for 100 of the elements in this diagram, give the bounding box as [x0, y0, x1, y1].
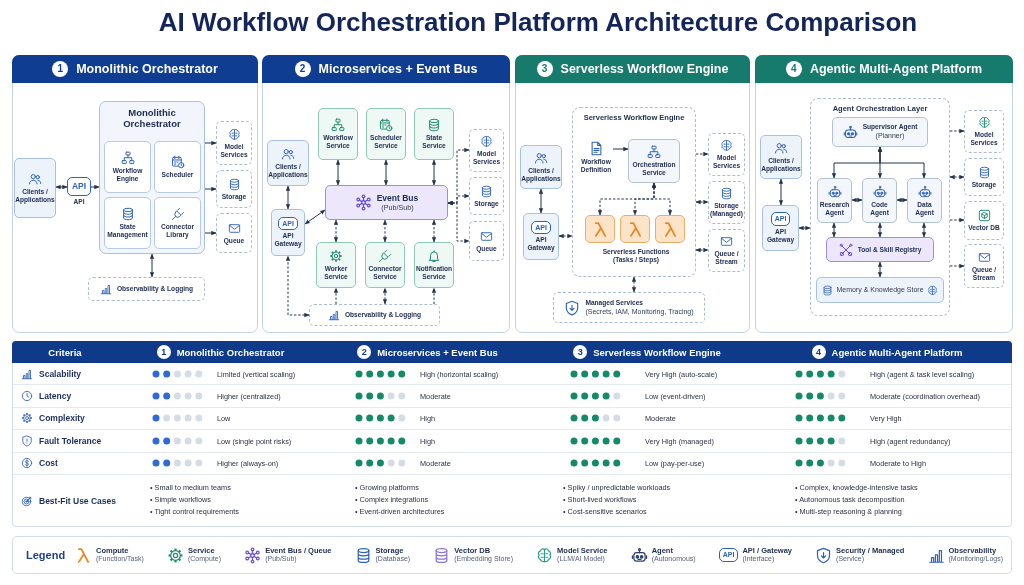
column-header: Serverless Workflow Engine [593, 346, 721, 358]
arrow [304, 209, 326, 225]
service-box [316, 242, 356, 288]
resource-box [964, 244, 1004, 288]
arrow [204, 186, 217, 192]
resource-box [964, 201, 1004, 240]
resource-box [469, 221, 504, 261]
arrow [431, 287, 437, 305]
arrow [55, 184, 68, 190]
column-header: Agentic Multi-Agent Platform [831, 346, 963, 358]
arrow [538, 188, 544, 214]
observability-bar [88, 277, 205, 301]
arrow [877, 261, 883, 278]
arrow [831, 222, 837, 238]
arrow [431, 159, 437, 186]
component-box [104, 141, 151, 193]
managed-services-box [553, 292, 705, 323]
function-box [655, 215, 685, 243]
resource-box [708, 181, 745, 224]
criteria-label: Fault Tolerance [39, 435, 102, 446]
arrow [285, 185, 291, 210]
service-box [366, 108, 406, 160]
arrow [204, 140, 217, 146]
api-gateway-box [271, 209, 305, 256]
arrow [949, 263, 965, 269]
api-label: API [67, 177, 91, 197]
arrow [695, 247, 709, 253]
criteria-label: Latency [39, 391, 72, 402]
step-number: 4 [811, 345, 826, 359]
arrow [204, 230, 217, 236]
criteria-label: Scalability [39, 368, 82, 379]
arrow [383, 159, 389, 186]
architecture-panel [755, 55, 1013, 333]
arrow [90, 184, 100, 190]
function-box [585, 215, 615, 243]
legend-title: Legend [26, 549, 66, 561]
arrow [431, 219, 437, 243]
step-number: 3 [536, 61, 553, 77]
resource-box [964, 110, 1004, 153]
arrow [877, 146, 927, 179]
arrow [382, 287, 388, 305]
observability-bar [309, 304, 440, 326]
arrow [335, 159, 341, 186]
agent-box [832, 117, 928, 147]
resource-box [964, 158, 1004, 196]
criteria-label: Complexity [39, 413, 85, 424]
architecture-panel [12, 55, 258, 333]
resource-box [708, 133, 745, 176]
client-box [267, 140, 309, 186]
client-box [520, 145, 562, 189]
arrow [877, 222, 883, 238]
resource-box [469, 129, 504, 172]
client-box [14, 158, 56, 218]
arrow [285, 255, 310, 318]
step-number: 1 [156, 345, 171, 359]
component-box [154, 141, 201, 193]
column-header: Monolithic Orchestrator [176, 346, 285, 358]
arrow [382, 219, 388, 243]
criteria-label: Cost [39, 458, 58, 469]
component-box [154, 197, 201, 249]
arrow [695, 199, 709, 205]
step-number: 4 [785, 61, 802, 77]
arrow [851, 197, 863, 203]
resource-box [216, 170, 252, 208]
arrow [333, 219, 339, 243]
step-number: 3 [573, 345, 588, 359]
resource-box [708, 229, 745, 272]
service-box [318, 108, 358, 160]
arrow [651, 182, 673, 216]
arrow [949, 174, 965, 180]
arrow [949, 128, 965, 134]
node-label: Event Bus [376, 192, 419, 203]
column-header: Microservices + Event Bus [377, 346, 498, 358]
diagram-title: AI Workflow Orchestration Platform Architecture Comparison [158, 8, 918, 38]
arrow [558, 233, 573, 239]
memory-store-box [816, 277, 944, 303]
panel-title: Agentic Multi-Agent Platform [809, 62, 983, 76]
arrow [333, 287, 339, 305]
event-bus-bar [325, 185, 448, 220]
step-number: 2 [357, 345, 372, 359]
arrow [921, 222, 927, 238]
step-number: 1 [52, 61, 69, 77]
api-gateway-box [762, 205, 799, 251]
panel-title: Microservices + Event Bus [318, 62, 478, 76]
step-number: 2 [294, 61, 311, 77]
architecture-panel [262, 55, 510, 333]
registry-bar [826, 237, 934, 262]
column-header: Criteria [48, 346, 82, 358]
arrow [631, 276, 637, 293]
api-gateway-box [523, 213, 559, 260]
container-title: Monolithic Orchestrator [122, 107, 182, 130]
function-box [620, 215, 650, 243]
arrow [949, 217, 965, 223]
panel-title: Monolithic Orchestrator [76, 62, 218, 76]
arrow [149, 253, 155, 278]
architecture-panel [515, 55, 750, 333]
agent-box [862, 178, 897, 223]
resource-box [469, 177, 504, 215]
engine-container [572, 107, 696, 277]
arrow [695, 151, 709, 157]
